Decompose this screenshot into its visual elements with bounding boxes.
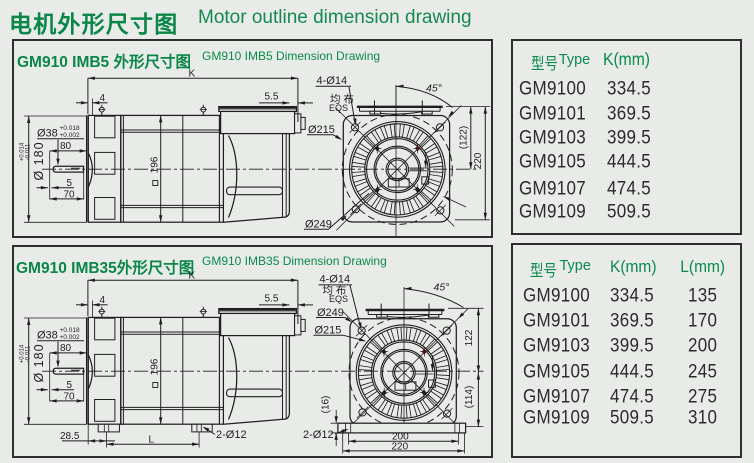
svg-text:Ø38: Ø38 bbox=[37, 128, 58, 140]
svg-text:70: 70 bbox=[64, 189, 76, 200]
svg-text:K: K bbox=[189, 69, 196, 80]
svg-text:28.5: 28.5 bbox=[60, 431, 80, 442]
svg-text:45°: 45° bbox=[426, 83, 442, 95]
svg-text:Ø 180: Ø 180 bbox=[32, 141, 46, 180]
svg-text:均 布: 均 布 bbox=[323, 285, 347, 297]
svg-text:(122): (122) bbox=[459, 126, 470, 149]
svg-text:80: 80 bbox=[60, 141, 72, 152]
svg-text:2-Ø12: 2-Ø12 bbox=[303, 429, 334, 441]
svg-text:45°: 45° bbox=[434, 282, 450, 294]
svg-text:5: 5 bbox=[67, 380, 73, 391]
svg-text:200: 200 bbox=[392, 432, 409, 443]
svg-text:220: 220 bbox=[392, 442, 409, 453]
svg-text:4: 4 bbox=[100, 295, 106, 306]
svg-text:+0.018: +0.018 bbox=[60, 327, 80, 334]
svg-text:220: 220 bbox=[473, 152, 484, 169]
svg-text:-0.011: -0.011 bbox=[26, 345, 32, 362]
svg-text:Ø38: Ø38 bbox=[37, 330, 58, 342]
svg-text:+0.014: +0.014 bbox=[20, 344, 26, 363]
svg-text:Ø 180: Ø 180 bbox=[32, 343, 46, 382]
svg-text:Ø215: Ø215 bbox=[315, 325, 342, 337]
svg-text:EQS: EQS bbox=[329, 294, 348, 304]
svg-text:均 布: 均 布 bbox=[330, 94, 354, 106]
svg-text:(114): (114) bbox=[464, 386, 475, 409]
svg-text:Ø249: Ø249 bbox=[305, 219, 332, 231]
svg-text:+0.018: +0.018 bbox=[60, 125, 80, 132]
svg-text:2-Ø12: 2-Ø12 bbox=[216, 429, 247, 441]
svg-text:+0.014: +0.014 bbox=[20, 142, 26, 161]
svg-text:EQS: EQS bbox=[329, 103, 348, 113]
svg-text:-0.011: -0.011 bbox=[26, 143, 32, 160]
svg-text:4-Ø14: 4-Ø14 bbox=[317, 75, 348, 87]
svg-text:+0.002: +0.002 bbox=[60, 132, 80, 139]
svg-text:122: 122 bbox=[464, 329, 475, 346]
svg-text:4: 4 bbox=[100, 93, 106, 104]
svg-text:K: K bbox=[189, 271, 196, 282]
svg-text:70: 70 bbox=[64, 391, 76, 402]
svg-text:(16): (16) bbox=[321, 396, 332, 414]
svg-text:80: 80 bbox=[60, 343, 72, 354]
svg-text:196: 196 bbox=[150, 358, 161, 375]
svg-text:Ø249: Ø249 bbox=[317, 307, 344, 319]
svg-text:5.5: 5.5 bbox=[265, 294, 279, 305]
svg-text:196: 196 bbox=[150, 156, 161, 173]
svg-text:5.5: 5.5 bbox=[265, 92, 279, 103]
svg-text:+0.002: +0.002 bbox=[60, 334, 80, 341]
svg-text:Ø215: Ø215 bbox=[308, 124, 335, 136]
svg-text:5: 5 bbox=[67, 178, 73, 189]
svg-text:4-Ø14: 4-Ø14 bbox=[320, 274, 351, 286]
svg-text:L: L bbox=[149, 435, 155, 446]
